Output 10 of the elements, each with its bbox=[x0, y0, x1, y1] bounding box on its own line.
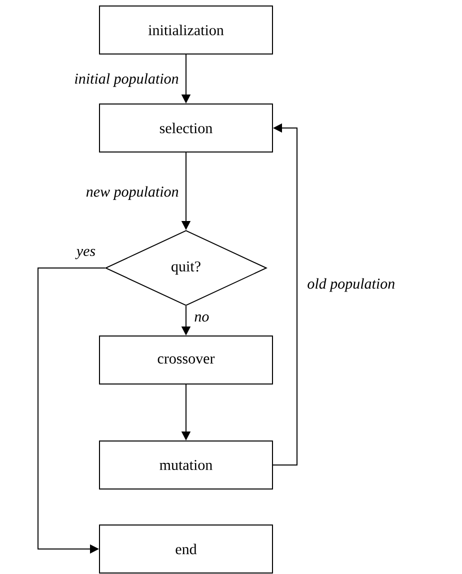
edge-label: old population bbox=[308, 278, 394, 292]
process-box: initialization bbox=[99, 6, 273, 54]
edge-label: initial population bbox=[75, 73, 178, 87]
edge-label: no bbox=[194, 314, 209, 322]
edge-label: new population bbox=[86, 186, 178, 200]
edge-label: yes bbox=[75, 248, 96, 260]
process-box: crossover bbox=[99, 336, 273, 384]
process-box: selection bbox=[99, 104, 273, 152]
process-box: end bbox=[99, 524, 273, 574]
process-box: mutation bbox=[99, 440, 273, 490]
